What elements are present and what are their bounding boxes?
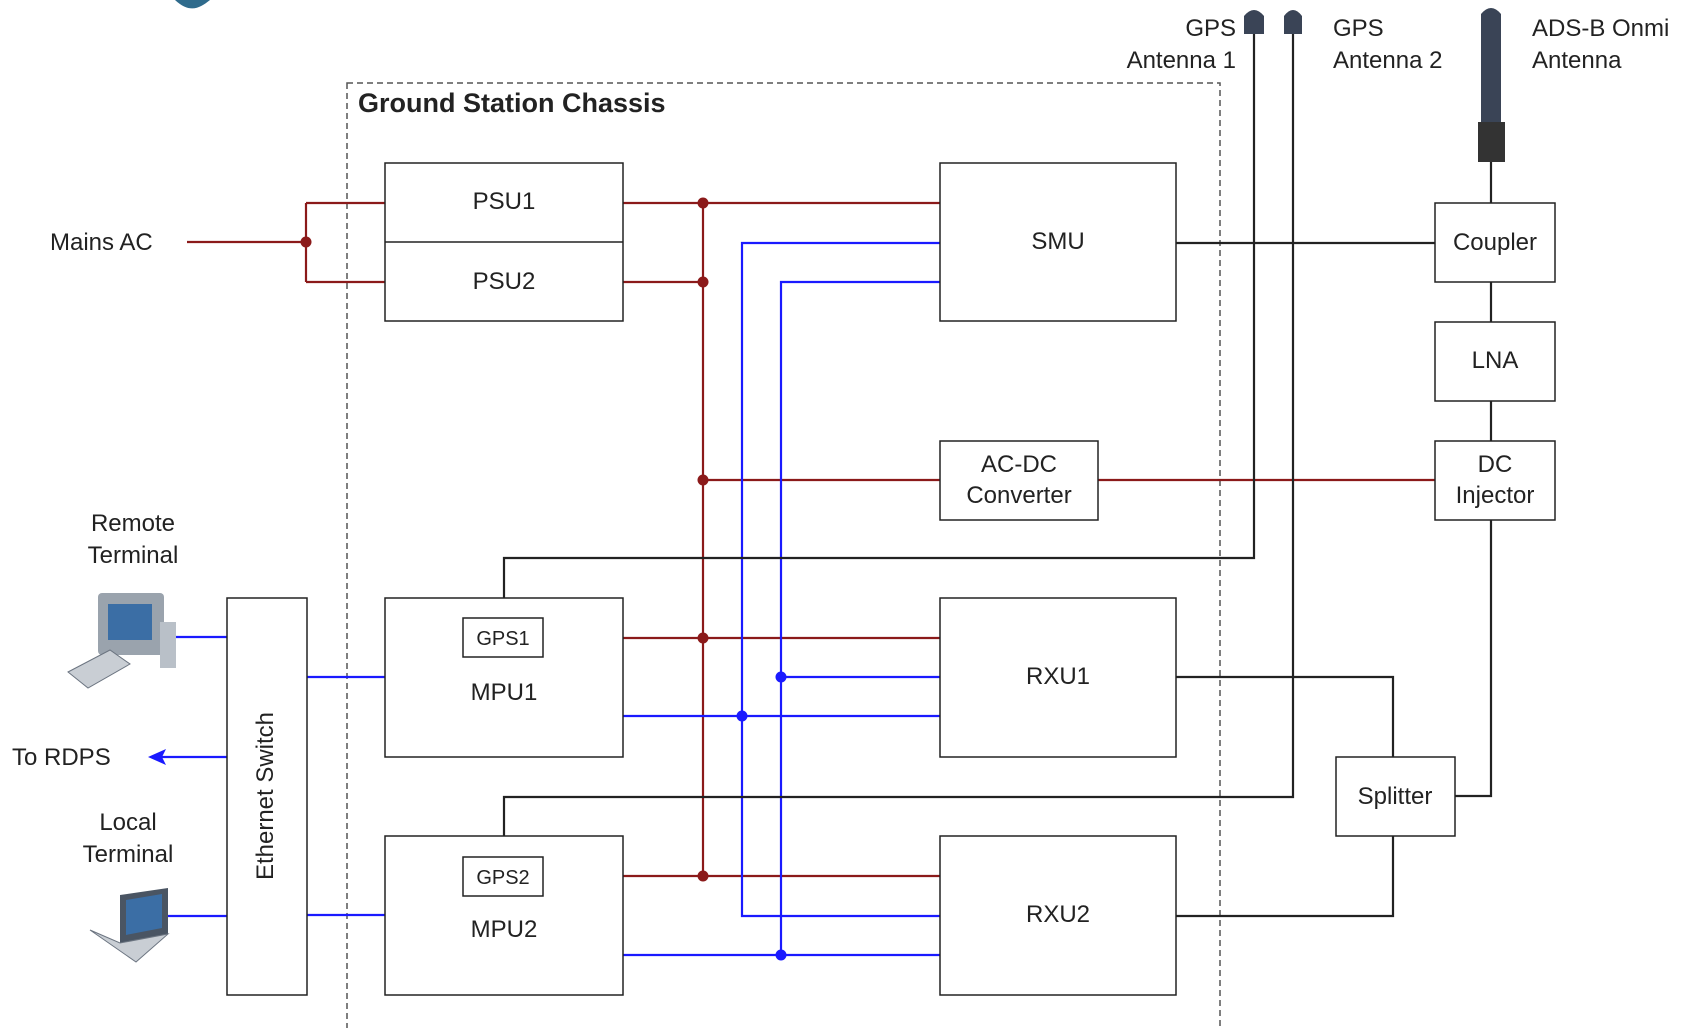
adsb-antenna-label-line2: Antenna [1532, 47, 1622, 74]
gps-antenna-2-label-line1: GPS [1333, 15, 1384, 42]
gps-antenna-1-label-line1: GPS [1185, 15, 1236, 42]
smu-blue-inner [779, 280, 940, 955]
ethernet-switch-block [226, 597, 308, 996]
dc-injector-label-line2: Injector [1456, 482, 1535, 509]
dc-injector-block [1434, 440, 1556, 521]
rxu2-block [939, 835, 1177, 996]
mpu2-label: MPU2 [471, 916, 538, 943]
gps-antenna-2-icon [1284, 10, 1302, 34]
gps2-block [462, 856, 544, 897]
psu2-label: PSU2 [473, 268, 536, 295]
remote-terminal-icon [67, 593, 176, 689]
junction-dot [736, 710, 748, 722]
power-lines [187, 201, 1435, 878]
adsb-antenna-label-line1: ADS-B Onmi [1532, 15, 1669, 42]
ground-station-chassis [346, 82, 1221, 1028]
local-terminal-icon [89, 888, 170, 963]
acdc-label-line2: Converter [966, 482, 1071, 509]
junction-dot [775, 949, 787, 961]
junction-dot [697, 632, 709, 644]
local-terminal-label-line1: Local [99, 809, 156, 836]
gps2-label: GPS2 [476, 867, 529, 889]
dc-injector-to-splitter [1451, 519, 1493, 798]
dc-injector-label-line1: DC [1478, 451, 1513, 478]
junction-dot [300, 236, 312, 248]
rdps-arrow-icon [148, 749, 166, 765]
gps1-label: GPS1 [476, 628, 529, 650]
gps-antenna-2-feed [502, 34, 1295, 857]
smu-blue-outer [740, 241, 940, 918]
rxu1-to-splitter [1175, 675, 1395, 757]
rxu1-block [939, 597, 1177, 758]
gps-antenna-1-icon [1244, 10, 1264, 34]
splitter-label: Splitter [1358, 783, 1433, 810]
gps1-block [462, 617, 544, 658]
splitter-to-rxu2 [1175, 836, 1395, 918]
psu1-label: PSU1 [473, 188, 536, 215]
acdc-label-line1: AC-DC [981, 451, 1057, 478]
power-junctions [300, 197, 709, 882]
gps-antenna-1-label-line2: Antenna 1 [1127, 47, 1236, 74]
junction-dot [775, 671, 787, 683]
chassis-title: Ground Station Chassis [358, 88, 666, 118]
junction-dot [697, 474, 709, 486]
to-rdps-label: To RDPS [12, 744, 111, 771]
ethernet-switch-label: Ethernet Switch [252, 712, 279, 880]
splitter-block [1335, 756, 1456, 837]
rf-lines [502, 34, 1493, 918]
gps-antenna-1-feed [502, 34, 1256, 618]
coupler-block [1434, 202, 1556, 283]
junction-dot [697, 197, 709, 209]
rxu2-label: RXU2 [1026, 901, 1090, 928]
remote-terminal-label-line1: Remote [91, 510, 175, 537]
mains-ac-label: Mains AC [50, 229, 153, 256]
rxu1-label: RXU1 [1026, 663, 1090, 690]
remote-terminal-label-line2: Terminal [88, 542, 179, 569]
ethernet-junctions [736, 671, 787, 961]
lna-label: LNA [1472, 347, 1519, 374]
smu-block [939, 162, 1177, 322]
corner-fragment [175, 0, 210, 9]
lna-block [1434, 321, 1556, 402]
mpu1-label: MPU1 [471, 679, 538, 706]
acdc-converter-block [939, 440, 1099, 521]
gps-antenna-2-label-line2: Antenna 2 [1333, 47, 1442, 74]
local-terminal-label-line2: Terminal [83, 841, 174, 868]
smu-label: SMU [1031, 228, 1084, 255]
junction-dot [697, 276, 709, 288]
mains-split [304, 201, 385, 284]
junction-dot [697, 870, 709, 882]
adsb-antenna-icon [1478, 8, 1505, 162]
coupler-label: Coupler [1453, 229, 1537, 256]
